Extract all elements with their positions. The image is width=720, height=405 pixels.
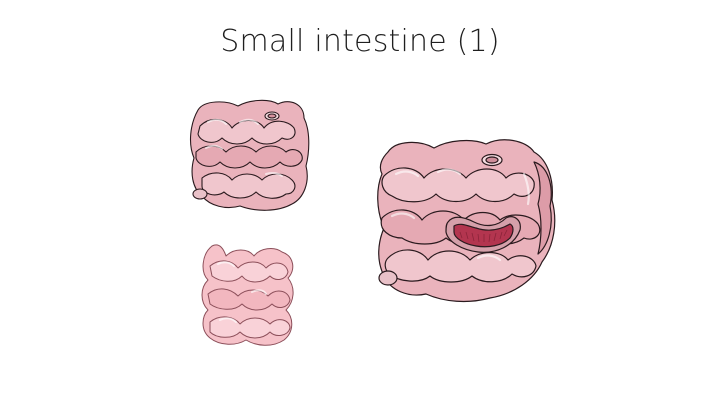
small-intestine-illustration xyxy=(186,96,314,214)
slide-title: Small intestine (1) xyxy=(220,24,500,59)
small-intestine-cross-section-icon xyxy=(377,139,556,303)
small-intestine-icon xyxy=(189,99,310,211)
small-intestine-section-illustration xyxy=(374,134,560,304)
small-intestine-light-illustration xyxy=(194,242,300,348)
small-intestine-icon xyxy=(201,244,294,346)
